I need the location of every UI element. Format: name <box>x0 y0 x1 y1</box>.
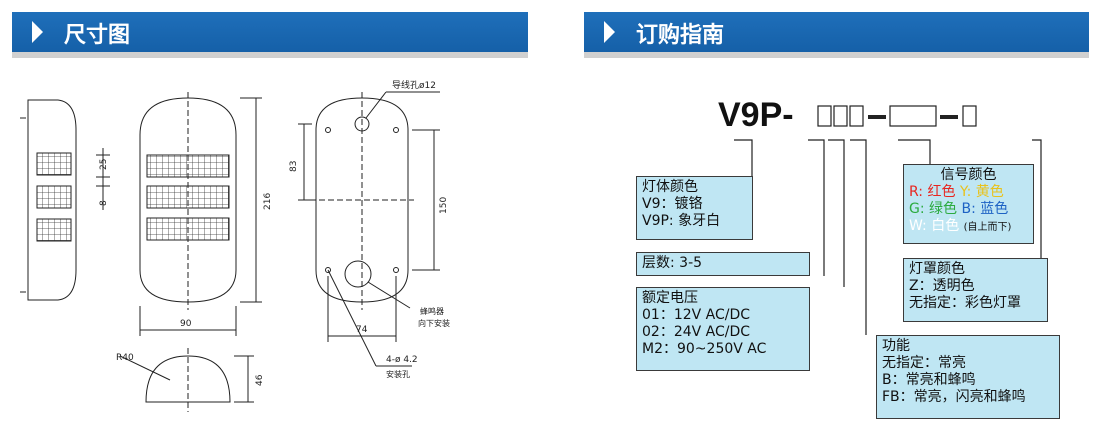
dim-216: 216 <box>263 193 273 210</box>
signal-white: W: 白色 <box>909 218 960 234</box>
dim-r40: R40 <box>116 353 134 363</box>
body-color-option: V9P: 象牙白 <box>642 213 721 229</box>
model-prefix: V9P <box>718 96 783 134</box>
front-view <box>96 92 262 336</box>
dim-46: 46 <box>255 374 265 386</box>
chevron-right-icon <box>604 21 615 43</box>
voltage-option: 02：24V AC/DC <box>642 324 751 340</box>
dim-150: 150 <box>439 197 449 214</box>
function-option: B：常亮和蜂鸣 <box>882 372 976 388</box>
signal-yellow: Y: 黄色 <box>959 184 1004 200</box>
buzzer-mount-label: 向下安装 <box>418 318 450 328</box>
box-signal-color: 信号颜色 R: 红色 Y: 黄色 G: 绿色 B: 蓝色 W: 白色 (自上而下… <box>903 164 1034 244</box>
model-separator: - <box>782 96 794 134</box>
body-color-option: V9：镀铬 <box>642 196 703 212</box>
box-body-color: 灯体颜色 V9：镀铬 V9P: 象牙白 <box>636 176 753 240</box>
function-option: 无指定：常亮 <box>882 355 966 371</box>
section-title: 尺寸图 <box>64 23 131 48</box>
header-shadow <box>584 52 1089 58</box>
signal-red: R: 红色 <box>909 184 956 200</box>
layers-title: 层数: 3-5 <box>642 255 703 271</box>
voltage-title: 额定电压 <box>642 290 698 306</box>
wire-hole-label: 导线孔ø12 <box>392 79 436 91</box>
signal-blue: B: 蓝色 <box>961 201 1009 217</box>
voltage-option: M2：90~250V AC <box>642 341 767 357</box>
signal-color-title: 信号颜色 <box>940 167 997 183</box>
section-header-dimensions: 尺寸图 <box>12 12 528 52</box>
buzzer-label: 蜂鸣器 <box>420 306 444 316</box>
signal-green: G: 绿色 <box>909 201 958 217</box>
dim-25: 25 <box>99 159 109 170</box>
function-title: 功能 <box>882 338 910 354</box>
dim-83: 83 <box>289 161 299 172</box>
dim-90: 90 <box>180 319 192 329</box>
bottom-view <box>119 348 254 412</box>
dim-8: 8 <box>99 200 109 206</box>
back-view <box>298 91 440 367</box>
function-option: FB：常亮，闪亮和蜂鸣 <box>882 389 1026 405</box>
side-view <box>20 99 77 301</box>
cover-color-option: 无指定：彩色灯罩 <box>909 295 1021 311</box>
mount-holes-label: 4-ø 4.2 <box>386 355 418 365</box>
signal-order-note: (自上而下) <box>963 222 1012 233</box>
model-code-slots <box>734 105 1042 335</box>
voltage-option: 01：12V AC/DC <box>642 307 751 323</box>
box-function: 功能 无指定：常亮 B：常亮和蜂鸣 FB：常亮，闪亮和蜂鸣 <box>876 335 1060 419</box>
cover-color-option: Z：透明色 <box>909 278 975 294</box>
box-cover-color: 灯罩颜色 Z：透明色 无指定：彩色灯罩 <box>903 258 1048 322</box>
dim-74: 74 <box>356 325 368 335</box>
model-code: V9P- <box>718 96 794 135</box>
section-title: 订购指南 <box>636 23 725 48</box>
chevron-right-icon <box>32 21 43 43</box>
dimension-drawing: 25 8 216 90 R40 46 83 150 74 导线孔 <box>20 79 450 412</box>
section-header-ordering: 订购指南 <box>584 12 1089 52</box>
box-layers: 层数: 3-5 <box>636 252 810 276</box>
mount-holes-sublabel: 安装孔 <box>386 369 410 379</box>
header-shadow <box>12 52 528 58</box>
box-voltage: 额定电压 01：12V AC/DC 02：24V AC/DC M2：90~250… <box>636 287 810 371</box>
cover-color-title: 灯罩颜色 <box>909 261 965 277</box>
body-color-title: 灯体颜色 <box>642 179 698 195</box>
